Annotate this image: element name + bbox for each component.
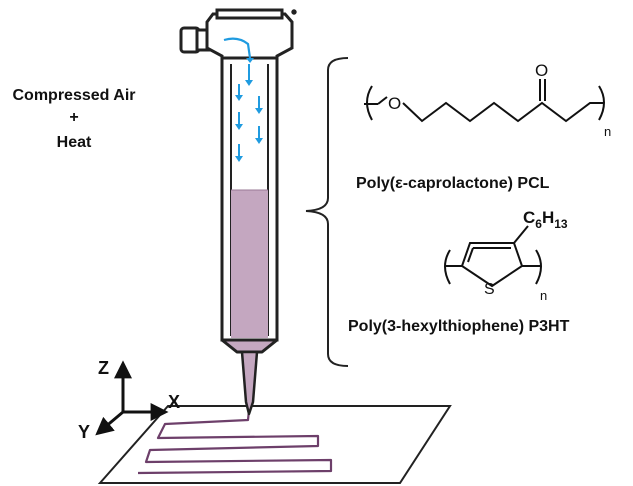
syringe-cap xyxy=(179,8,297,66)
pcl-structure xyxy=(364,79,605,123)
y-axis xyxy=(95,410,124,436)
air-arrow xyxy=(235,84,243,101)
process-label-heat: Heat xyxy=(57,134,92,151)
p3ht-side-chain: C6H13 xyxy=(523,208,568,231)
curly-brace xyxy=(305,57,349,367)
pcl-repeat-subscript: n xyxy=(604,124,611,139)
p3ht-sulfur: S xyxy=(484,281,495,298)
air-arrow xyxy=(255,126,263,144)
z-axis-label: Z xyxy=(98,358,109,378)
air-arrow xyxy=(245,64,253,86)
pcl-carbonyl-oxygen: O xyxy=(535,61,548,80)
nozzle xyxy=(240,350,259,416)
coordinate-axes xyxy=(95,360,169,436)
syringe-barrel xyxy=(220,56,279,342)
p3ht-repeat-subscript: n xyxy=(540,288,547,303)
air-arrow xyxy=(255,96,263,114)
air-arrow xyxy=(235,112,243,130)
pcl-oxygen: O xyxy=(388,94,401,113)
p3ht-structure xyxy=(444,225,542,288)
x-axis-label: X xyxy=(168,392,180,412)
p3ht-name: Poly(3-hexylthiophene) P3HT xyxy=(348,318,570,335)
air-flow-arrows xyxy=(223,37,263,162)
process-label-plus: + xyxy=(69,109,78,126)
pcl-name: Poly(ε-caprolactone) PCL xyxy=(356,175,550,192)
printed-trace xyxy=(137,409,333,475)
build-plate xyxy=(97,405,452,484)
syringe-taper xyxy=(220,338,279,354)
process-label-compressed-air: Compressed Air xyxy=(13,87,136,104)
y-axis-label: Y xyxy=(78,422,90,442)
air-arrow xyxy=(235,144,243,162)
process-label: Compressed Air + Heat xyxy=(13,87,136,151)
ink-reservoir xyxy=(231,190,268,338)
